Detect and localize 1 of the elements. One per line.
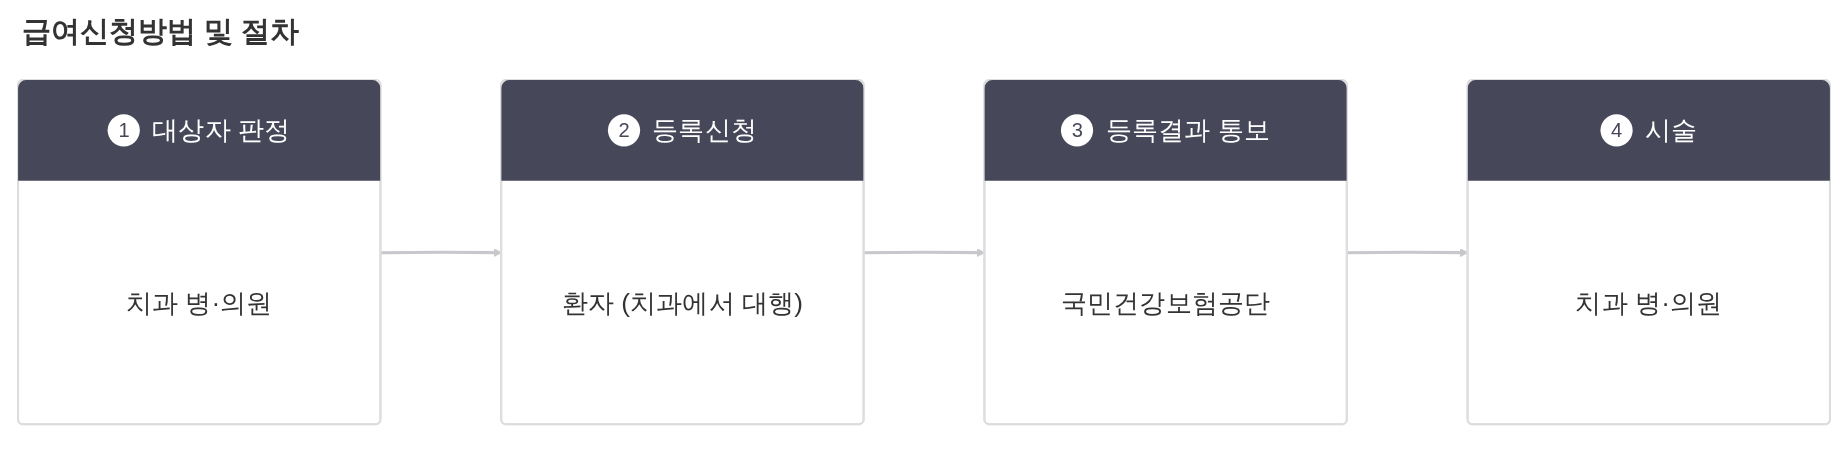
title: 급여신청방법 및 절차: [22, 14, 300, 49]
